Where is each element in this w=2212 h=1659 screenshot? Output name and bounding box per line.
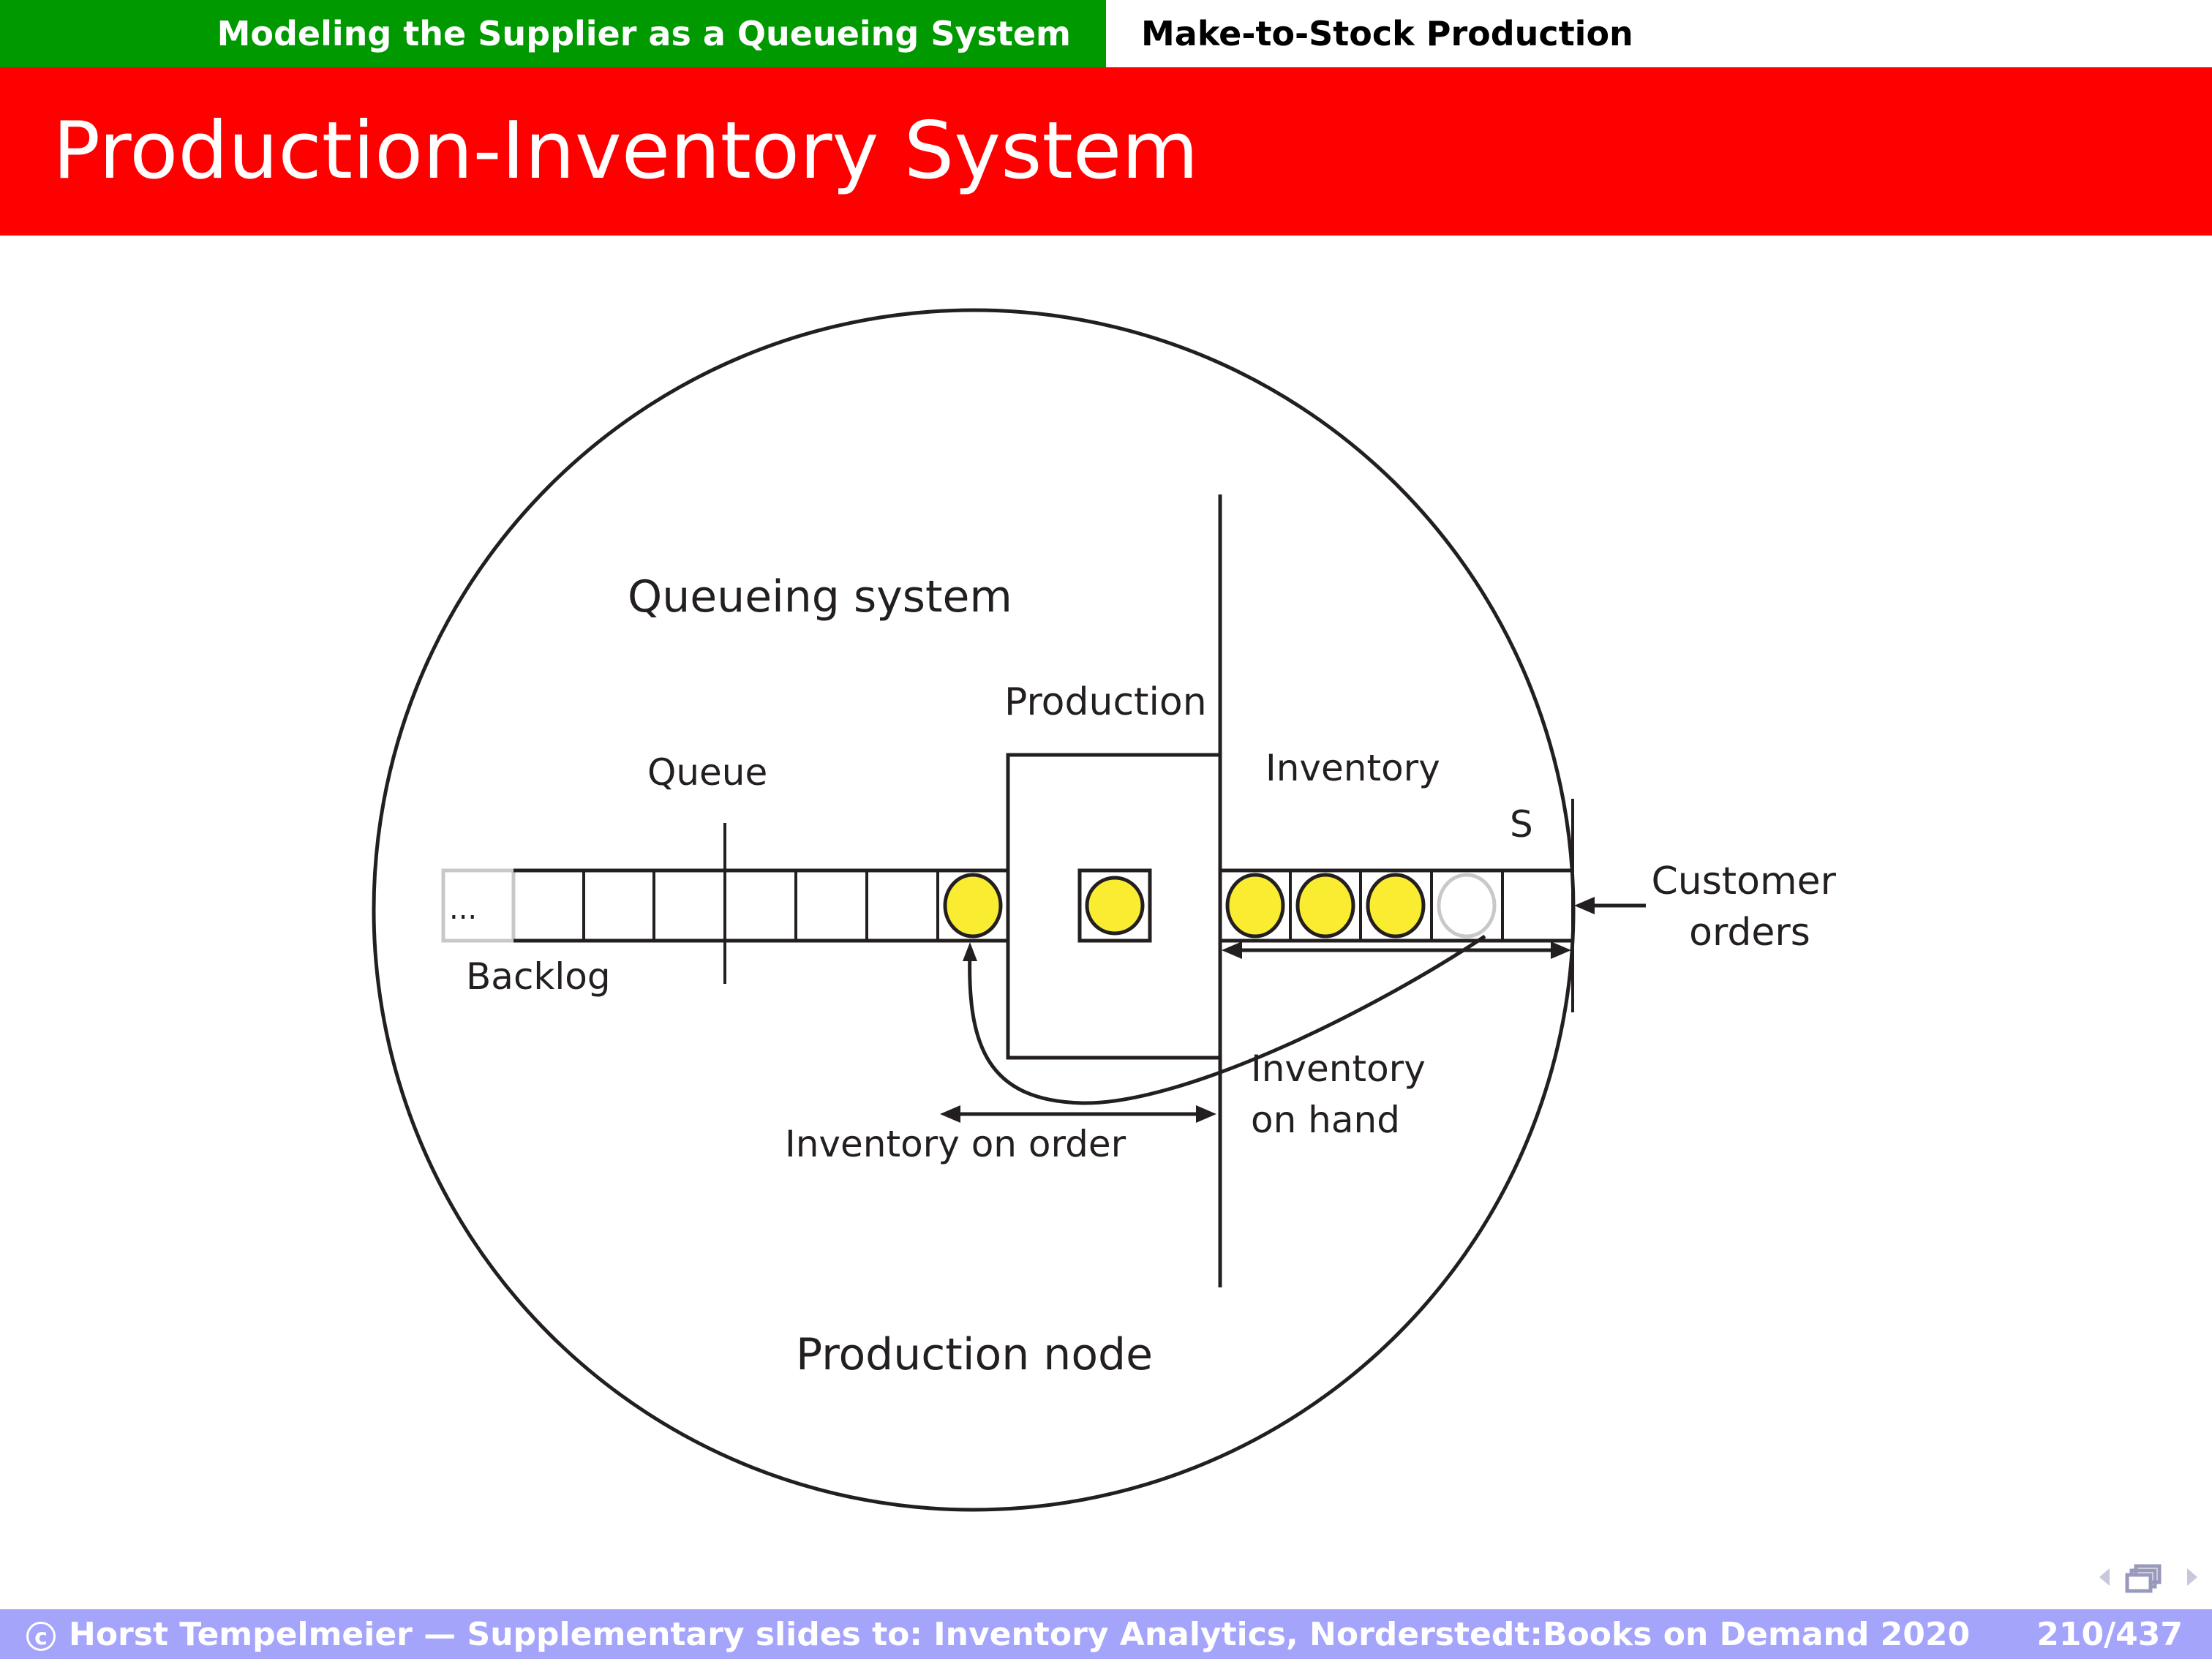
inventory-item-filled xyxy=(1295,873,1355,938)
page-number: 210/437 xyxy=(2036,1615,2183,1653)
backlog-cell xyxy=(441,868,516,943)
header-bar: Modeling the Supplier as a Queueing Syst… xyxy=(0,0,2212,67)
production-node-label: Production node xyxy=(796,1329,1153,1380)
nav-prev-icon[interactable] xyxy=(2099,1568,2110,1586)
subsection-title[interactable]: Make-to-Stock Production xyxy=(1106,0,2212,67)
queue-label: Queue xyxy=(647,751,767,794)
production-box xyxy=(1006,753,1220,1060)
inventory-item-filled xyxy=(1225,873,1285,938)
footer-text: Horst Tempelmeier — Supplementary slides… xyxy=(69,1615,1971,1653)
backlog-label: Backlog xyxy=(466,955,611,998)
inventory-label: Inventory xyxy=(1265,747,1440,789)
footer-copyright: c Horst Tempelmeier — Supplementary slide… xyxy=(0,1616,2036,1653)
inventory-item-consumed xyxy=(1437,873,1497,938)
copyright-icon: c xyxy=(26,1621,56,1651)
nav-frames-icon[interactable] xyxy=(2125,1564,2162,1593)
section-title[interactable]: Modeling the Supplier as a Queueing Syst… xyxy=(0,0,1106,67)
inventory-item-filled xyxy=(1366,873,1426,938)
arrowhead-right xyxy=(1551,941,1571,959)
inventory-row xyxy=(1220,868,1573,943)
queue-item-filled xyxy=(943,873,1003,938)
title-bar: Production-Inventory System xyxy=(0,67,2212,236)
inventory-on-hand-line1: Inventory xyxy=(1251,1047,1426,1090)
beamer-navigation xyxy=(2099,1564,2197,1593)
production-item-filled xyxy=(1085,876,1145,936)
base-stock-s-label: S xyxy=(1510,803,1533,846)
arrowhead-right xyxy=(1196,1105,1216,1123)
replenishment-order-curve xyxy=(968,934,1486,1105)
production-label: Production xyxy=(1004,680,1207,724)
arrowhead-left xyxy=(1222,941,1242,959)
nav-next-icon[interactable] xyxy=(2187,1568,2197,1586)
customer-orders-label: Customer orders xyxy=(1651,859,1848,955)
slide-title: Production-Inventory System xyxy=(53,105,1199,197)
customer-orders-arrowhead xyxy=(1574,897,1595,914)
queueing-system-label: Queueing system xyxy=(628,571,1012,622)
inventory-on-hand-line2: on hand xyxy=(1251,1099,1400,1141)
customer-orders-line1: Customer xyxy=(1651,859,1836,903)
backlog-ellipsis: ... xyxy=(449,892,477,926)
replenishment-arrowhead xyxy=(963,942,977,961)
inventory-on-order-label: Inventory on order xyxy=(785,1123,1126,1165)
inventory-on-hand-label: Inventory on hand xyxy=(1251,1047,1437,1141)
queue-row xyxy=(441,868,1008,943)
footer-bar: c Horst Tempelmeier — Supplementary slide… xyxy=(0,1609,2212,1659)
arrowhead-left xyxy=(940,1105,960,1123)
customer-orders-line2: orders xyxy=(1689,911,1810,955)
